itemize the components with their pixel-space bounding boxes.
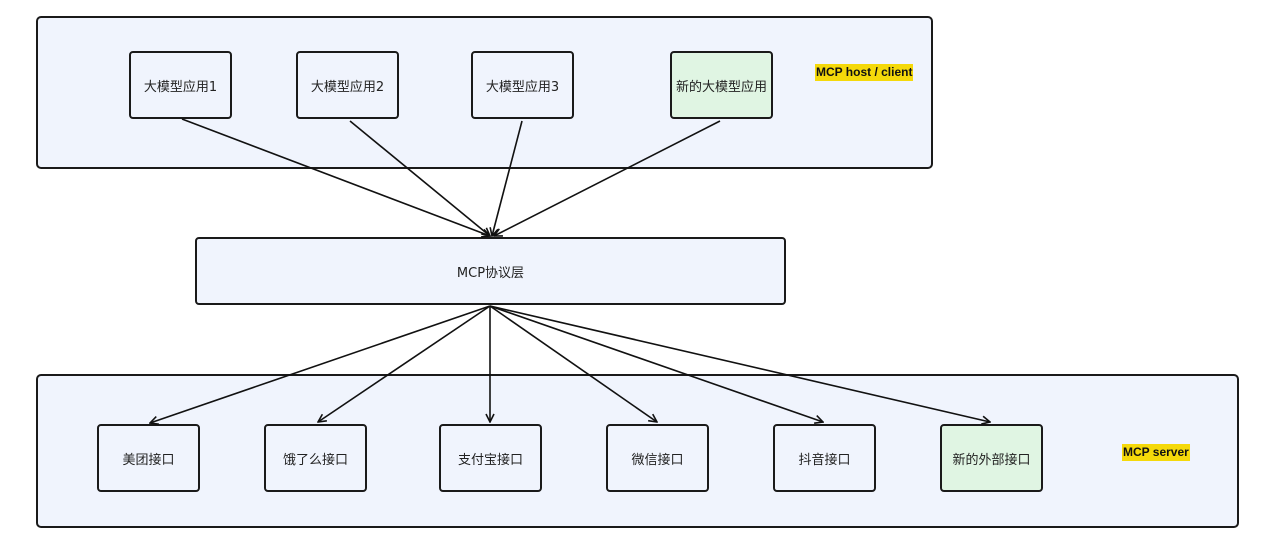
interface-node-new: 新的外部接口 bbox=[940, 424, 1043, 492]
interface-node-meituan-label: 美团接口 bbox=[122, 452, 175, 468]
app-node-1: 大模型应用1 bbox=[129, 51, 232, 119]
app-node-new: 新的大模型应用 bbox=[670, 51, 773, 119]
app-node-2: 大模型应用2 bbox=[296, 51, 399, 119]
interface-node-eleme: 饿了么接口 bbox=[264, 424, 367, 492]
interface-node-alipay: 支付宝接口 bbox=[439, 424, 542, 492]
app-node-1-label: 大模型应用1 bbox=[143, 79, 218, 95]
protocol-layer-node: MCP协议层 bbox=[195, 237, 786, 305]
interface-node-wechat-label: 微信接口 bbox=[631, 452, 684, 468]
server-label: MCP server bbox=[1122, 444, 1190, 461]
interface-node-new-label: 新的外部接口 bbox=[952, 452, 1031, 468]
interface-node-douyin: 抖音接口 bbox=[773, 424, 876, 492]
host-client-label: MCP host / client bbox=[815, 64, 914, 81]
app-node-3-label: 大模型应用3 bbox=[485, 79, 560, 95]
protocol-layer-label: MCP协议层 bbox=[456, 265, 525, 281]
interface-node-eleme-label: 饿了么接口 bbox=[282, 452, 348, 468]
interface-node-alipay-label: 支付宝接口 bbox=[457, 452, 523, 468]
interface-node-wechat: 微信接口 bbox=[606, 424, 709, 492]
interface-node-douyin-label: 抖音接口 bbox=[798, 452, 851, 468]
app-node-new-label: 新的大模型应用 bbox=[675, 79, 767, 95]
app-node-2-label: 大模型应用2 bbox=[310, 79, 385, 95]
interface-node-meituan: 美团接口 bbox=[97, 424, 200, 492]
app-node-3: 大模型应用3 bbox=[471, 51, 574, 119]
